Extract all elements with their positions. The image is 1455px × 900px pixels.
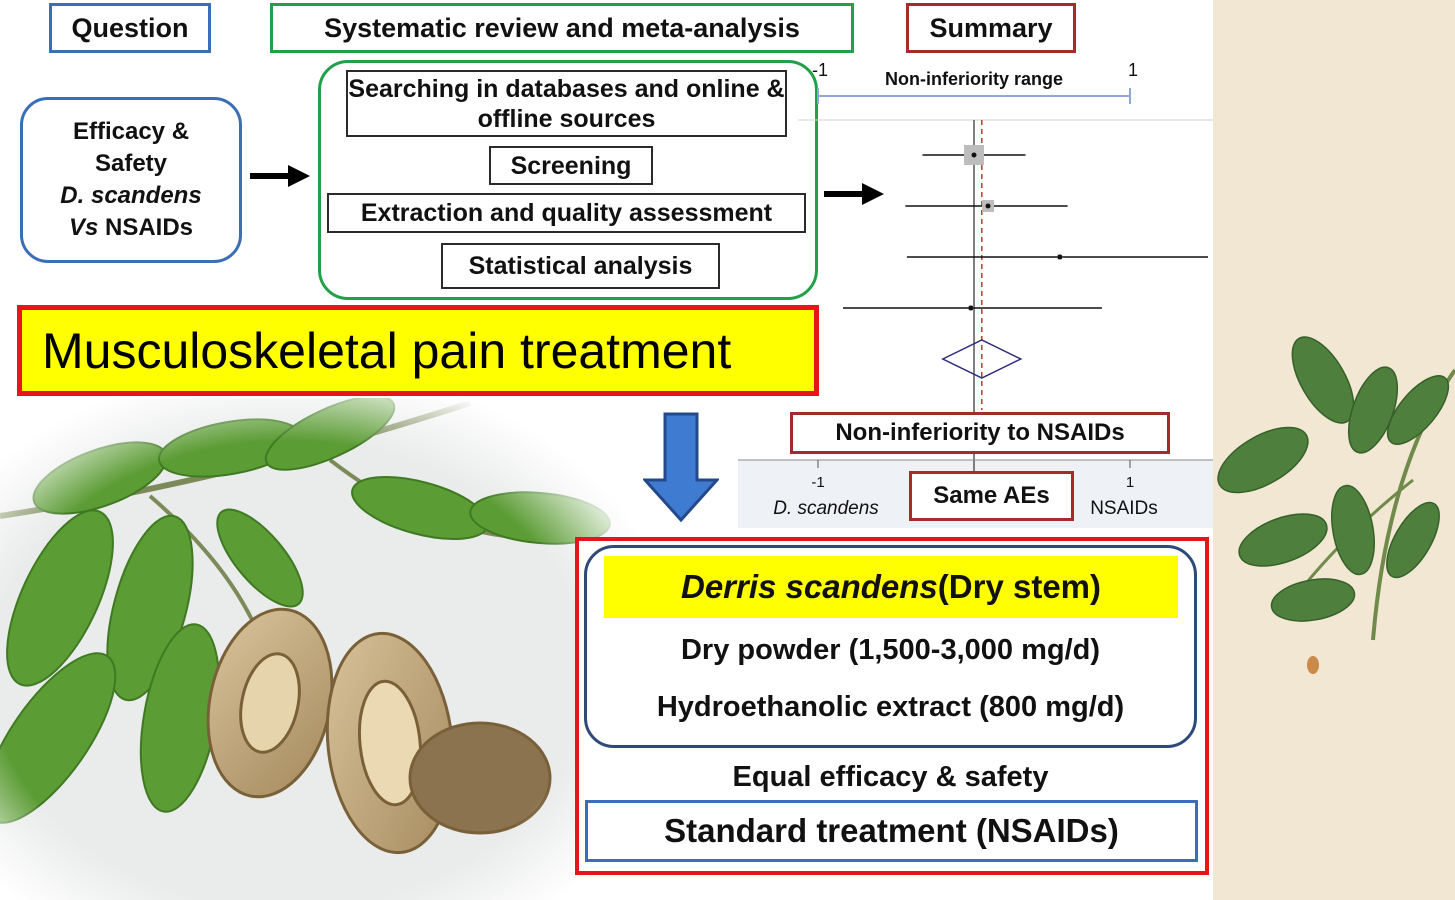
forest-bottom-left-tick: -1 [811, 474, 824, 491]
botanical-illustration [1213, 0, 1455, 900]
forest-plot: -1 1 Non-inferiority range -1 1 D. scand… [738, 60, 1214, 528]
study-point-estimate [968, 305, 974, 311]
step-screening: Screening [489, 146, 653, 185]
musculoskeletal-banner: Musculoskeletal pain treatment [17, 305, 819, 396]
dose-hydroethanolic: Hydroethanolic extract (800 mg/d) [656, 690, 1125, 723]
arrow-right-icon [824, 183, 884, 205]
step-searching: Searching in databases and online & offl… [346, 70, 787, 137]
systematic-review-header: Systematic review and meta-analysis [270, 3, 854, 53]
question-header: Question [49, 3, 211, 53]
pooled-diamond [941, 339, 1023, 379]
question-line-3: D. scandens [60, 182, 202, 209]
step-statistical-analysis: Statistical analysis [441, 243, 720, 289]
arrow-down-icon [643, 412, 719, 523]
forest-axis-right-label: 1 [1128, 60, 1138, 80]
non-inferiority-range-label: Non-inferiority range [885, 69, 1063, 89]
forest-axis-left-label: -1 [812, 60, 828, 80]
equal-efficacy-text: Equal efficacy & safety [732, 760, 1049, 793]
derris-title: Derris scandens (Dry stem) [604, 556, 1178, 618]
arrow-right-icon [250, 165, 310, 187]
same-aes-label: Same AEs [909, 471, 1074, 521]
question-box: Efficacy & Safety D. scandens Vs NSAIDs [20, 97, 242, 263]
question-line-1: Efficacy & [72, 118, 190, 145]
summary-header: Summary [906, 3, 1076, 53]
favours-d-scandens-label: D. scandens [773, 498, 879, 519]
study-point-estimate [985, 203, 991, 209]
derris-plant-photo [0, 398, 640, 900]
forest-bottom-right-tick: 1 [1126, 474, 1134, 491]
study-point-estimate [1057, 254, 1063, 260]
non-inferiority-label: Non-inferiority to NSAIDs [790, 412, 1170, 454]
step-extraction: Extraction and quality assessment [327, 193, 806, 233]
dose-dry-powder: Dry powder (1,500-3,000 mg/d) [680, 633, 1101, 666]
favours-nsaids-label: NSAIDs [1090, 498, 1158, 519]
question-line-4: Vs NSAIDs [68, 214, 194, 241]
standard-treatment-box: Standard treatment (NSAIDs) [585, 800, 1198, 862]
question-line-2: Safety [94, 150, 168, 177]
study-point-estimate [971, 152, 977, 158]
